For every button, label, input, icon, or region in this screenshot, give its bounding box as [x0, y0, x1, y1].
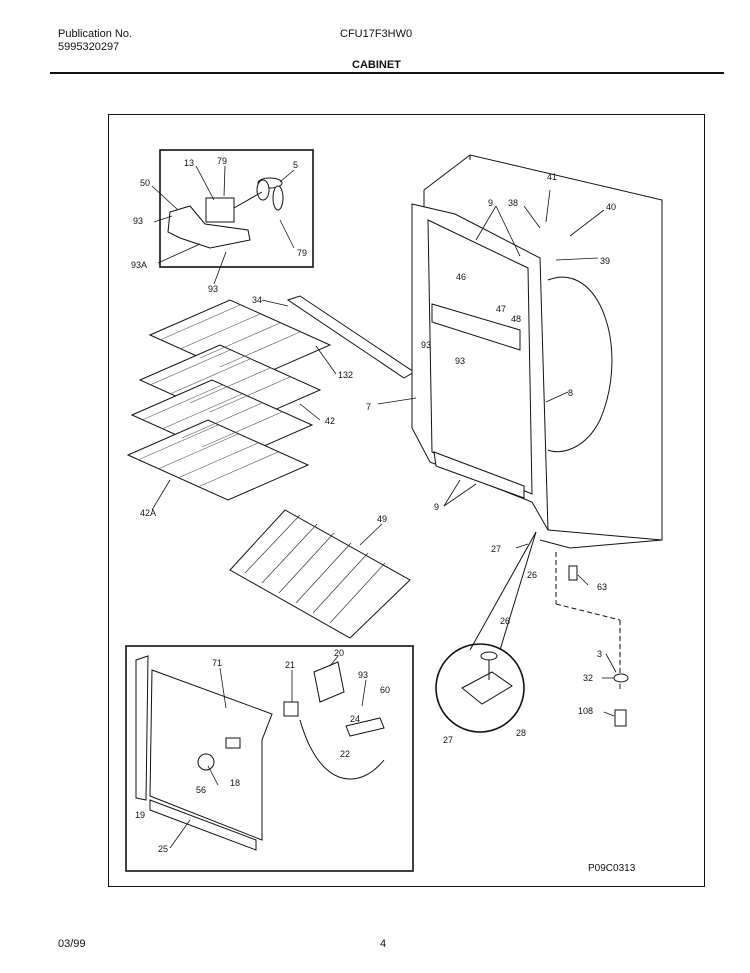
footer-date: 03/99 — [58, 938, 86, 950]
part-label: 34 — [252, 295, 262, 305]
control-housing-drawing — [135, 655, 385, 851]
part-label: 19 — [135, 810, 145, 820]
part-label: 42A — [140, 508, 156, 518]
part-label: 40 — [606, 202, 616, 212]
publication-number: 5995320297 — [58, 41, 120, 53]
diagram-frame — [108, 114, 705, 887]
part-label: 108 — [578, 706, 593, 716]
part-label: 26 — [527, 570, 537, 580]
leader-lines — [151, 165, 617, 849]
part-label: 71 — [212, 658, 222, 668]
part-label: 8 — [568, 388, 573, 398]
part-label: 18 — [230, 778, 240, 788]
leveler-dashed-leader — [555, 552, 629, 727]
part-label: 60 — [380, 685, 390, 695]
section-title: CABINET — [352, 59, 401, 71]
part-label: 25 — [158, 844, 168, 854]
part-label: 22 — [340, 749, 350, 759]
part-label: 79 — [217, 156, 227, 166]
wire-shelves — [126, 299, 332, 501]
part-label: 27 — [491, 544, 501, 554]
part-label: 132 — [338, 370, 353, 380]
part-label: 46 — [456, 272, 466, 282]
part-label: 3 — [597, 649, 602, 659]
hinge-detail-circle — [435, 643, 525, 733]
part-label: 93A — [131, 260, 147, 270]
page-number: 4 — [380, 938, 387, 950]
part-label: 93 — [455, 356, 465, 366]
fan-motor-drawing — [167, 177, 284, 249]
part-label: 63 — [597, 582, 607, 592]
part-label: 93 — [358, 670, 368, 680]
part-label: 56 — [196, 785, 206, 795]
model-number: CFU17F3HW0 — [340, 28, 413, 40]
part-label: 9 — [434, 502, 439, 512]
part-label: 9 — [488, 198, 493, 208]
part-label: 5 — [293, 160, 298, 170]
part-label: 93 — [421, 340, 431, 350]
control-housing-inset — [125, 645, 414, 872]
publication-label: Publication No. — [58, 28, 132, 40]
part-label: 26 — [500, 616, 510, 626]
part-label: 41 — [547, 172, 557, 182]
part-label: 49 — [377, 514, 387, 524]
part-label: 13 — [184, 158, 194, 168]
part-labels: 13 79 5 50 93 93A 93 79 34 132 42 42A 49… — [131, 156, 616, 854]
part-label: 32 — [583, 673, 593, 683]
wire-basket — [229, 509, 411, 639]
part-label: 38 — [508, 198, 518, 208]
fan-motor-inset — [159, 149, 314, 268]
part-label: 50 — [140, 178, 150, 188]
part-label: 48 — [511, 314, 521, 324]
part-label: 42 — [325, 416, 335, 426]
part-label: 28 — [516, 728, 526, 738]
part-label: 93 — [133, 216, 143, 226]
part-label: 24 — [350, 714, 360, 724]
part-label: 21 — [285, 660, 295, 670]
part-label: 20 — [334, 648, 344, 658]
freezer-cabinet — [411, 154, 663, 549]
part-label: 27 — [443, 735, 453, 745]
drawing-code: P09C0313 — [588, 863, 636, 874]
part-label: 93 — [208, 284, 218, 294]
header-rule — [50, 72, 724, 74]
part-label: 47 — [496, 304, 506, 314]
part-label: 7 — [366, 402, 371, 412]
part-label: 39 — [600, 256, 610, 266]
part-label: 79 — [297, 248, 307, 258]
hinge-detail-drawing — [461, 531, 537, 705]
